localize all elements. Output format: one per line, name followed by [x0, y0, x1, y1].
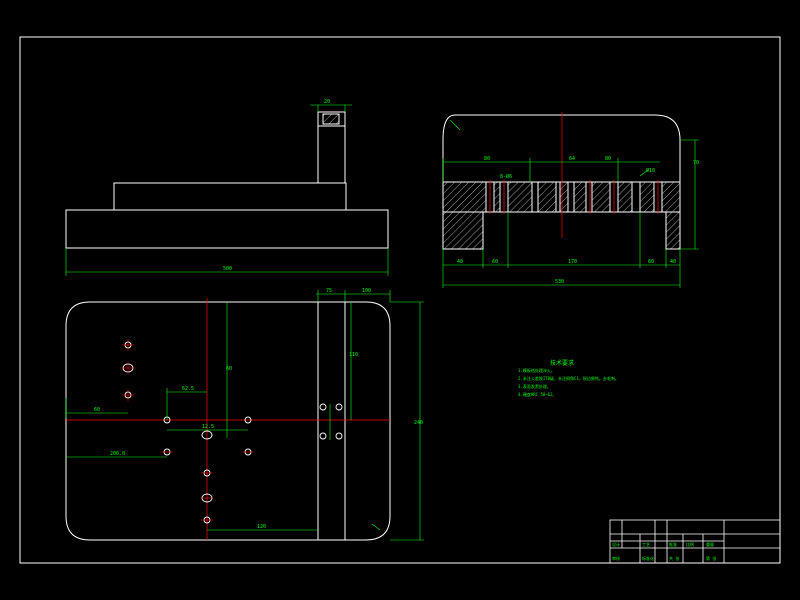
title-block-label-8: 共 张 [669, 555, 679, 561]
plan-dim-4: 12.5 [202, 424, 214, 430]
section-view-body [442, 181, 681, 213]
title-block-label-3: 工艺 [642, 542, 650, 547]
section-bottom-dim-1: 40 [457, 259, 463, 265]
section-view-left-leg [442, 211, 484, 250]
front-view-stem-dim: 20 [324, 99, 330, 105]
tech-note-line-2: 2.未注公差按IT8级，未注倒角C1，锐边倒钝。去毛刺。 [518, 375, 619, 381]
title-block-label-9: 第 张 [706, 555, 716, 561]
section-view-centerlines [489, 112, 659, 238]
section-view-right-leg [665, 211, 681, 250]
front-view-stem-cap [317, 111, 346, 127]
plan-dim-1: 60 [94, 407, 100, 413]
section-bottom-dim-4: 60 [648, 259, 654, 265]
tech-note-line-4: 4.硬度HRC 58~62。 [518, 391, 557, 397]
title-block-label-4: 标准化 [642, 555, 654, 561]
tech-notes-title: 技术要求 [550, 359, 574, 367]
front-view-dimensions [65, 104, 389, 276]
title-block-label-2: 审核 [612, 555, 620, 561]
plan-dim-6: 60 [226, 366, 232, 372]
section-height-dim: 70 [693, 160, 699, 166]
plan-view-holes [122, 341, 343, 524]
title-block-label-1: 设计 [612, 541, 620, 547]
plan-view-dimensions [65, 290, 424, 541]
section-hole-label-2: Ø10 [646, 167, 655, 174]
section-bottom-dim-2: 60 [492, 259, 498, 265]
plan-dim-10: 240 [414, 420, 423, 426]
section-view-dimensions [442, 119, 699, 288]
plan-dim-2: 62.5 [182, 386, 194, 392]
plan-dim-9: 110 [349, 352, 358, 358]
title-block-label-6: 比例 [686, 541, 694, 547]
section-bottom-dim-3: 170 [568, 259, 577, 265]
title-block [609, 519, 781, 564]
plan-dim-5: 120 [257, 524, 266, 530]
front-view-overall-dim: 500 [223, 266, 232, 272]
section-top-center-dim: 64 [569, 156, 575, 162]
front-view [65, 111, 389, 249]
tech-note-line-1: 1.模板热处理淬火。 [518, 367, 555, 373]
front-view-base-plate [65, 209, 389, 249]
front-view-middle-block [113, 182, 347, 211]
plan-view-centerlines [66, 298, 390, 540]
section-bottom-dim-5: 40 [670, 259, 676, 265]
drawing-frame [19, 36, 781, 564]
section-view [442, 114, 681, 250]
plan-view [65, 301, 391, 541]
plan-dim-7: 75 [326, 288, 332, 294]
section-hole-label-1: 8-Ø6 [500, 173, 512, 180]
section-top-left-dim: 80 [484, 156, 490, 162]
plan-dim-3: 200.0 [110, 451, 125, 457]
section-overall-dim: 530 [555, 279, 564, 285]
title-block-label-5: 批准 [669, 541, 677, 547]
section-view-outline [442, 114, 681, 183]
plan-view-hole-centerlines [121, 339, 254, 521]
plan-dim-8: 100 [362, 288, 371, 294]
plan-view-plate-outline [65, 301, 391, 541]
title-block-label-7: 重量 [706, 541, 714, 547]
tech-note-line-3: 3.表面发黑处理。 [518, 383, 551, 389]
section-top-right-dim: 80 [605, 156, 611, 162]
